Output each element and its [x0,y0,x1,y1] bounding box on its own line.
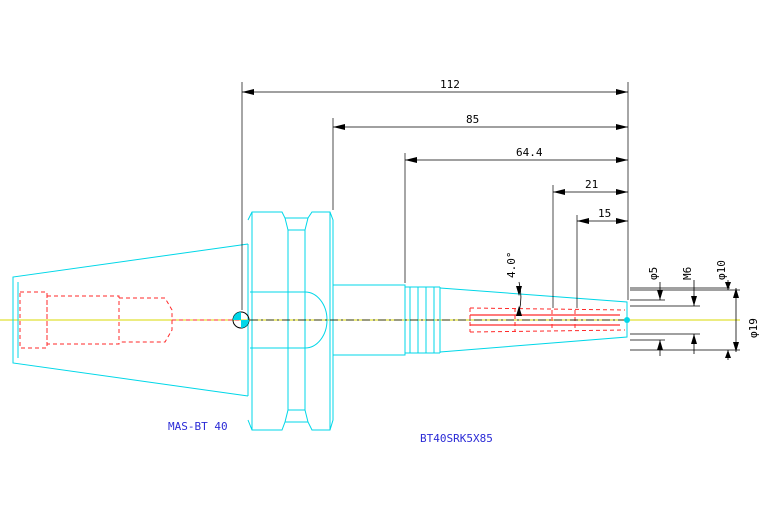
holder-label: MAS-BT 40 [168,420,228,433]
extension-lines [241,82,740,351]
tool-label: BT40SRK5X85 [420,432,493,445]
dimension-lines [242,89,628,224]
dim-dia5: φ5 [647,267,660,280]
dim-angle: 4.0° [505,252,518,279]
dim-15: 15 [598,207,611,220]
dim-dia10: φ10 [715,260,728,280]
dim-85: 85 [466,113,479,126]
angle-dim [516,281,522,316]
dim-112: 112 [440,78,460,91]
dim-m6: M6 [681,267,694,280]
dim-21: 21 [585,178,598,191]
flange [247,211,334,431]
gauge-marker [232,311,630,329]
diameter-dims [657,280,739,360]
dim-dia19: φ19 [747,318,760,338]
dim-64: 64.4 [516,146,543,159]
hidden-features [19,291,626,349]
